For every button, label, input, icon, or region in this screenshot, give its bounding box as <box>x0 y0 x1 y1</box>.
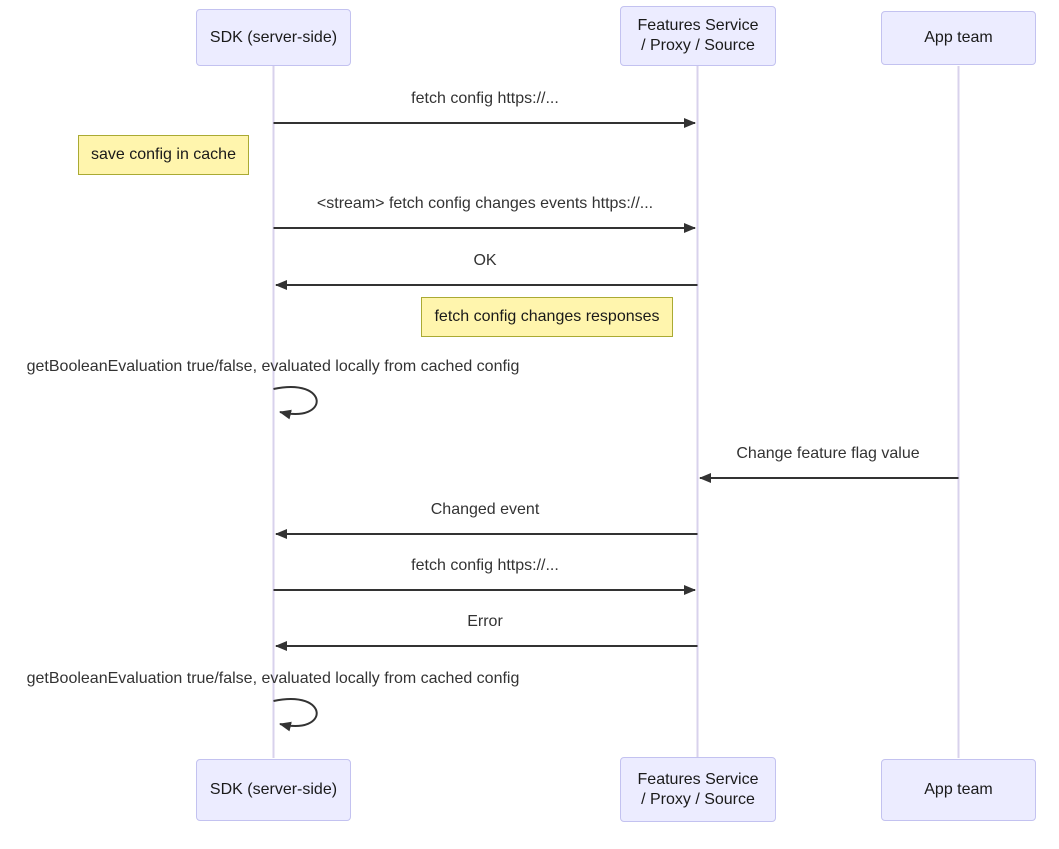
lifelines <box>272 66 960 758</box>
self-loop-arrow-2 <box>273 698 318 732</box>
participant-sdk-top: SDK (server-side) <box>196 9 351 66</box>
participant-label: Features Service <box>637 770 759 788</box>
participant-app-bottom: App team <box>881 759 1036 821</box>
message-label-stream-fetch: <stream> fetch config changes events htt… <box>316 195 654 212</box>
message-label-get-boolean-1: getBooleanEvaluation true/false, evaluat… <box>26 358 520 375</box>
participant-label: App team <box>924 29 993 46</box>
note-text: save config in cache <box>91 146 236 163</box>
message-label-ok: OK <box>473 252 497 269</box>
message-arrows <box>273 118 959 732</box>
participant-label: SDK (server-side) <box>209 28 338 46</box>
message-label-error: Error <box>467 613 503 630</box>
message-label-get-boolean-2: getBooleanEvaluation true/false, evaluat… <box>26 670 520 687</box>
message-label-change-flag: Change feature flag value <box>736 445 920 462</box>
participant-sdk-bottom: SDK (server-side) <box>196 759 351 821</box>
message-label-fetch-config-1: fetch config https://... <box>411 90 559 107</box>
note-fetch-changes-responses: fetch config changes responses <box>421 297 673 337</box>
participant-features-bottom: Features Service / Proxy / Source <box>620 757 776 822</box>
participant-label: / Proxy / Source <box>641 37 755 54</box>
participant-label: SDK (server-side) <box>209 781 338 798</box>
participant-app-top: App team <box>881 11 1036 65</box>
participant-label: App team <box>924 781 993 798</box>
note-save-config: save config in cache <box>78 135 249 175</box>
participant-label: Features Service <box>637 17 759 34</box>
message-label-fetch-config-2: fetch config https://... <box>411 557 559 574</box>
self-loop-arrow-1 <box>273 386 318 420</box>
participant-features-top: Features Service / Proxy / Source <box>620 6 776 66</box>
note-text: fetch config changes responses <box>434 308 660 325</box>
message-label-changed-event: Changed event <box>430 501 540 518</box>
participant-label: / Proxy / Source <box>641 790 755 808</box>
